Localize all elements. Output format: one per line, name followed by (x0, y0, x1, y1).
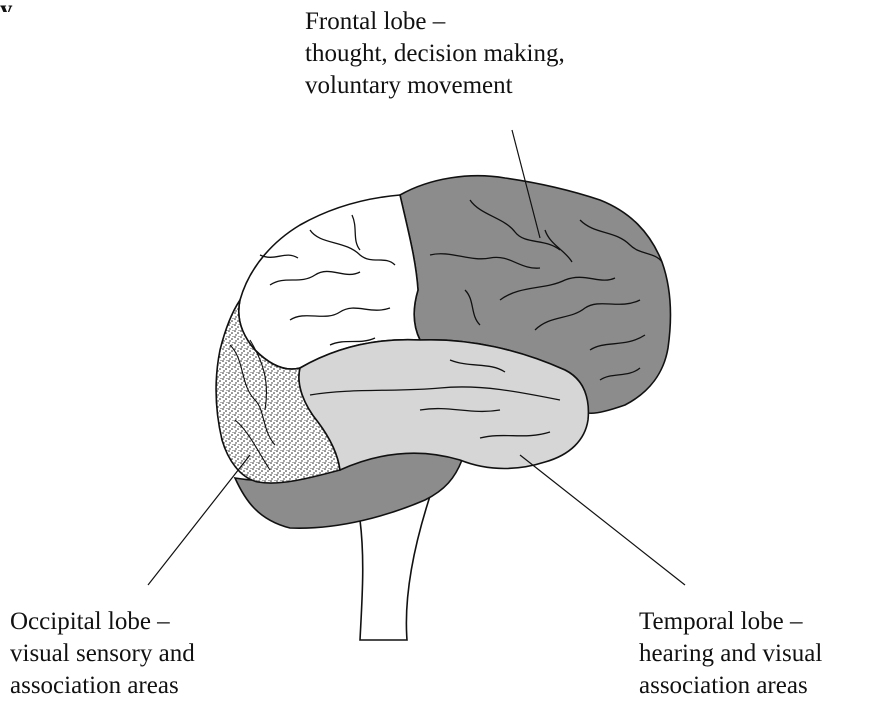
temporal-lobe-title: Temporal lobe – (639, 606, 822, 638)
temporal-lobe-desc-2: association areas (639, 670, 822, 702)
occipital-lobe-label: Occipital lobe – visual sensory and asso… (10, 606, 195, 702)
occipital-lobe-desc-1: visual sensory and (10, 638, 195, 670)
frontal-lobe-desc-1: thought, decision making, (305, 38, 565, 70)
frontal-lobe-title: Frontal lobe – (305, 6, 565, 38)
frontal-lobe-label: Frontal lobe – thought, decision making,… (305, 6, 565, 102)
temporal-lobe-desc-1: hearing and visual (639, 638, 822, 670)
frontal-lobe-desc-2: voluntary movement (305, 70, 565, 102)
occipital-lobe-title: Occipital lobe – (10, 606, 195, 638)
occipital-lobe-desc-2: association areas (10, 670, 195, 702)
temporal-lobe-label: Temporal lobe – hearing and visual assoc… (639, 606, 822, 702)
temporal-leader-line (520, 455, 685, 585)
occipital-leader-line (148, 455, 250, 585)
